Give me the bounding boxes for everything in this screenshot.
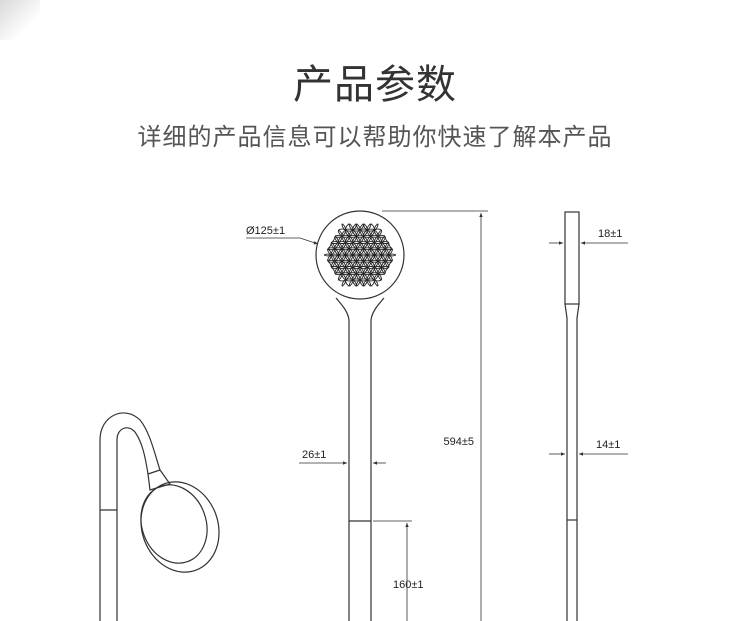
nozzle-ring [324, 234, 332, 251]
front-view [315, 210, 405, 621]
side-handle-right [576, 303, 580, 621]
head-joint [147, 469, 171, 491]
shower-head-outline [315, 210, 405, 300]
head-back [140, 481, 220, 573]
nozzle-ring [388, 259, 396, 276]
side-view [564, 211, 580, 621]
label-handle-width: 26±1 [302, 449, 326, 461]
side-head [564, 211, 580, 305]
label-end-length: 160±1 [393, 579, 424, 591]
dimension-lines [246, 210, 628, 621]
corner-shade [0, 0, 40, 40]
nozzle-ring [363, 278, 379, 287]
nozzle-ring [324, 259, 332, 276]
label-handle-thickness: 14±1 [596, 439, 620, 451]
label-head-diameter: Ø125±1 [246, 225, 285, 237]
pipe-inner [116, 427, 149, 621]
nozzle-pattern [324, 223, 396, 287]
nozzle-ring [388, 234, 396, 251]
handle-left-edge [335, 297, 350, 621]
handle-right-edge [370, 297, 385, 621]
label-total-length: 594±5 [443, 436, 474, 448]
head-face [140, 484, 208, 564]
pipe-outer [99, 412, 161, 621]
label-head-thickness: 18±1 [598, 228, 622, 240]
side-handle-left [564, 303, 568, 621]
page-subtitle: 详细的产品信息可以帮助你快速了解本产品 [137, 123, 613, 151]
nozzle-ring [355, 278, 372, 287]
perspective-view [99, 412, 220, 621]
page-title: 产品参数 [293, 62, 457, 108]
